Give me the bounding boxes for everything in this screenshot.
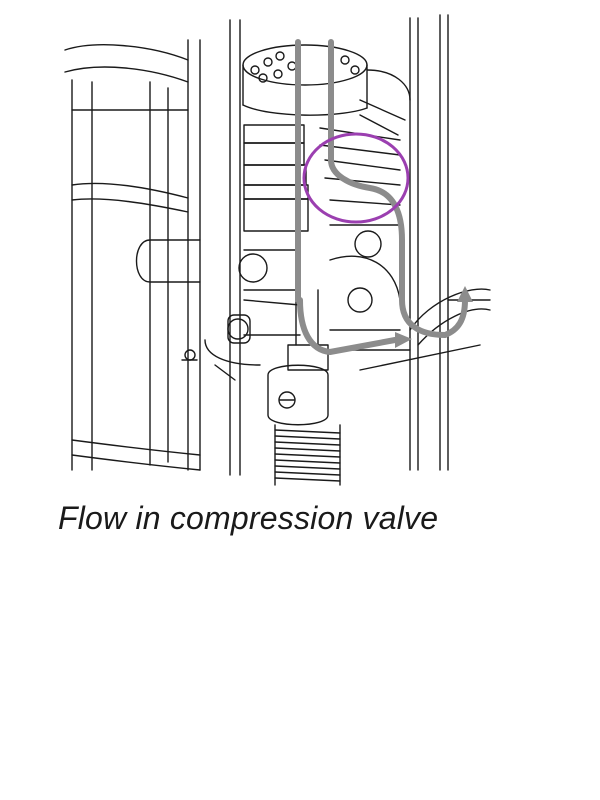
piston-tubes (229, 14, 449, 476)
threaded-shaft (274, 424, 341, 486)
flow-arrowheads (395, 286, 473, 348)
figure-caption: Flow in compression valve (58, 500, 439, 536)
valve-line-art (64, 14, 491, 486)
compression-valve-diagram (64, 14, 491, 486)
flow-path-bypass (328, 39, 448, 338)
flow-path-exit (442, 297, 468, 338)
outer-housing-left (64, 39, 201, 471)
lower-valve-elements (227, 230, 401, 344)
flow-arrows (295, 39, 468, 355)
shim-stack (243, 124, 401, 232)
flow-arrow-icon (395, 332, 412, 348)
flow-arrow-icon (457, 286, 473, 302)
highlight-circle (302, 132, 410, 224)
piston-rod (267, 289, 329, 426)
flow-path-outlet (297, 297, 398, 355)
top-valve-disc (242, 44, 411, 136)
